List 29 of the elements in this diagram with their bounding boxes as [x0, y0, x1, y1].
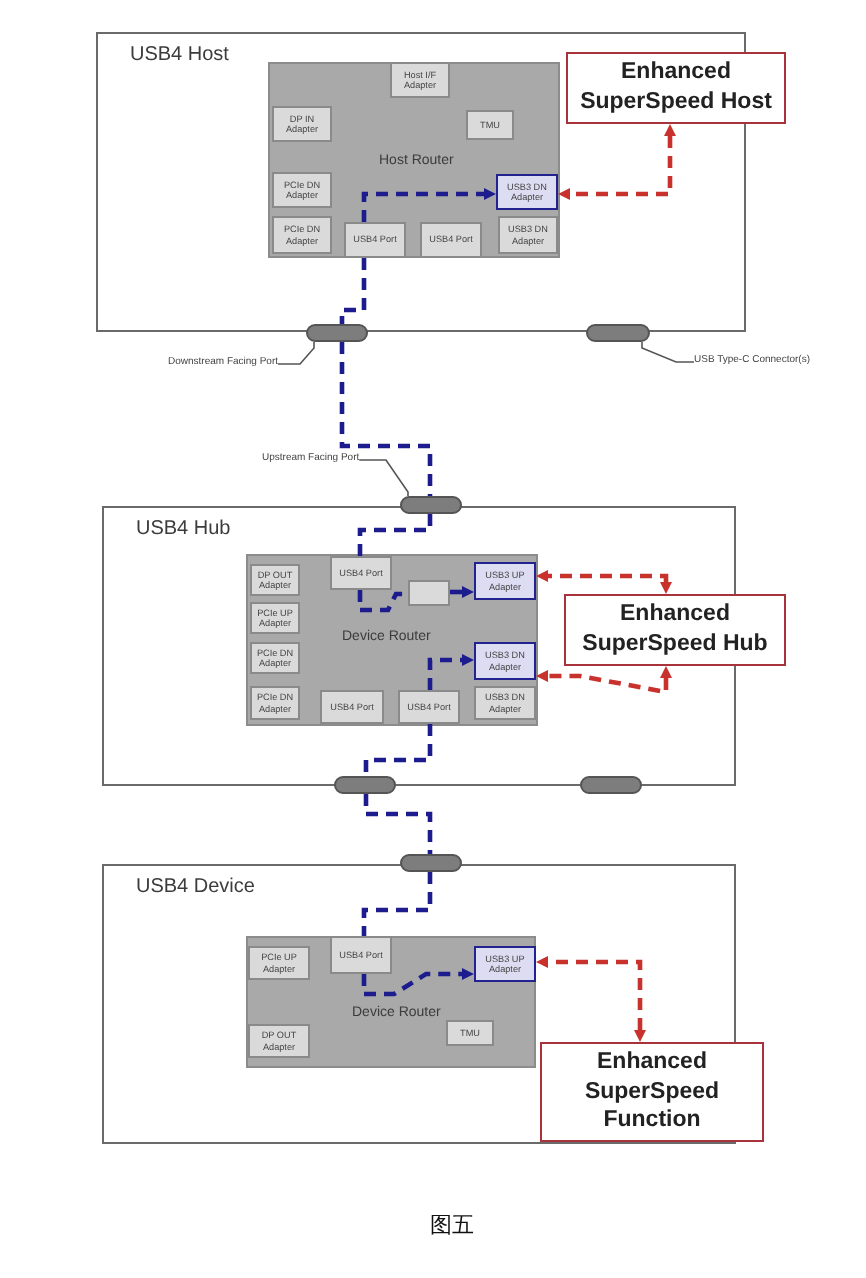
- double-arrow: [536, 666, 672, 695]
- dashed-line: [357, 514, 433, 556]
- arrow: [361, 968, 474, 997]
- arrow: [361, 188, 496, 222]
- router-panel: [246, 936, 536, 1068]
- box-title: USB4 Device: [136, 876, 255, 898]
- arrow: [427, 654, 474, 690]
- feature-box: Enhanced SuperSpeed Host: [566, 52, 786, 124]
- router-panel: [246, 554, 538, 726]
- router-panel: [268, 62, 560, 258]
- leader-line: [358, 459, 409, 497]
- dashed-line: [363, 794, 433, 854]
- box-title: USB4 Host: [130, 44, 229, 66]
- double-arrow: [558, 124, 676, 200]
- figure-caption: 图五: [430, 1214, 474, 1239]
- double-arrow: [536, 570, 672, 594]
- feature-box: Enhanced SuperSpeed Hub: [564, 594, 786, 666]
- feature-box: Enhanced SuperSpeed Function: [540, 1042, 764, 1142]
- dashed-line: [361, 872, 433, 936]
- double-arrow: [536, 956, 646, 1042]
- dashed-line: [339, 258, 367, 324]
- leader-line: [641, 341, 695, 363]
- box-title: USB4 Hub: [136, 518, 231, 540]
- empty-box: [408, 580, 450, 606]
- dashed-line: [357, 590, 408, 613]
- leader-line: [277, 341, 315, 365]
- arrow: [450, 586, 474, 598]
- dashed-line: [363, 724, 433, 776]
- dashed-line: [339, 342, 433, 496]
